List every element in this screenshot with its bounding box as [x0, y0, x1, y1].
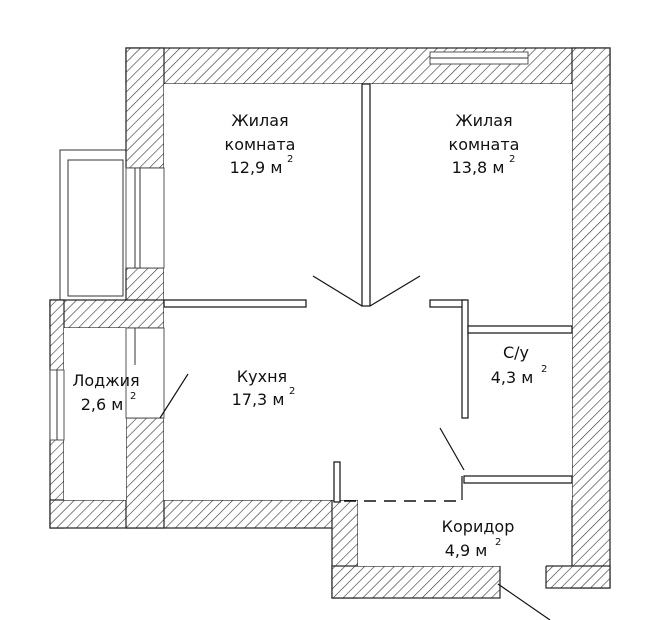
- room-area: 2,6 м: [81, 395, 124, 414]
- room-label-corridor: Коридор 4,9 м 2: [442, 517, 515, 560]
- room-name: Кухня: [237, 367, 287, 386]
- room-name: комната: [225, 135, 296, 154]
- room-name: Коридор: [442, 517, 515, 536]
- room-name: Жилая: [231, 111, 288, 130]
- room-area: 17,3 м: [232, 390, 285, 409]
- room-label-living1: Жилая комната 12,9 м 2: [225, 111, 296, 177]
- area-unit-sup: 2: [509, 154, 515, 165]
- area-unit-sup: 2: [130, 391, 136, 402]
- area-unit-sup: 2: [287, 154, 293, 165]
- exterior-walls: [49, 47, 611, 599]
- partitions: [163, 83, 573, 503]
- room-area: 13,8 м: [452, 158, 505, 177]
- area-unit-sup: 2: [541, 364, 547, 375]
- doors: [159, 275, 551, 620]
- room-label-loggia: Лоджия 2,6 м 2: [72, 371, 139, 414]
- room-area: 4,9 м: [445, 541, 488, 560]
- room-name: Лоджия: [72, 371, 139, 390]
- room-name: С/у: [503, 343, 529, 362]
- room-label-bathroom: С/у 4,3 м 2: [491, 343, 548, 387]
- room-label-living2: Жилая комната 13,8 м 2: [449, 111, 520, 177]
- windows: [49, 51, 529, 441]
- room-area: 4,3 м: [491, 368, 534, 387]
- area-unit-sup: 2: [495, 537, 501, 548]
- room-name: Жилая: [455, 111, 512, 130]
- room-name: комната: [449, 135, 520, 154]
- room-label-kitchen: Кухня 17,3 м 2: [232, 367, 296, 409]
- room-area: 12,9 м: [230, 158, 283, 177]
- area-unit-sup: 2: [289, 386, 295, 397]
